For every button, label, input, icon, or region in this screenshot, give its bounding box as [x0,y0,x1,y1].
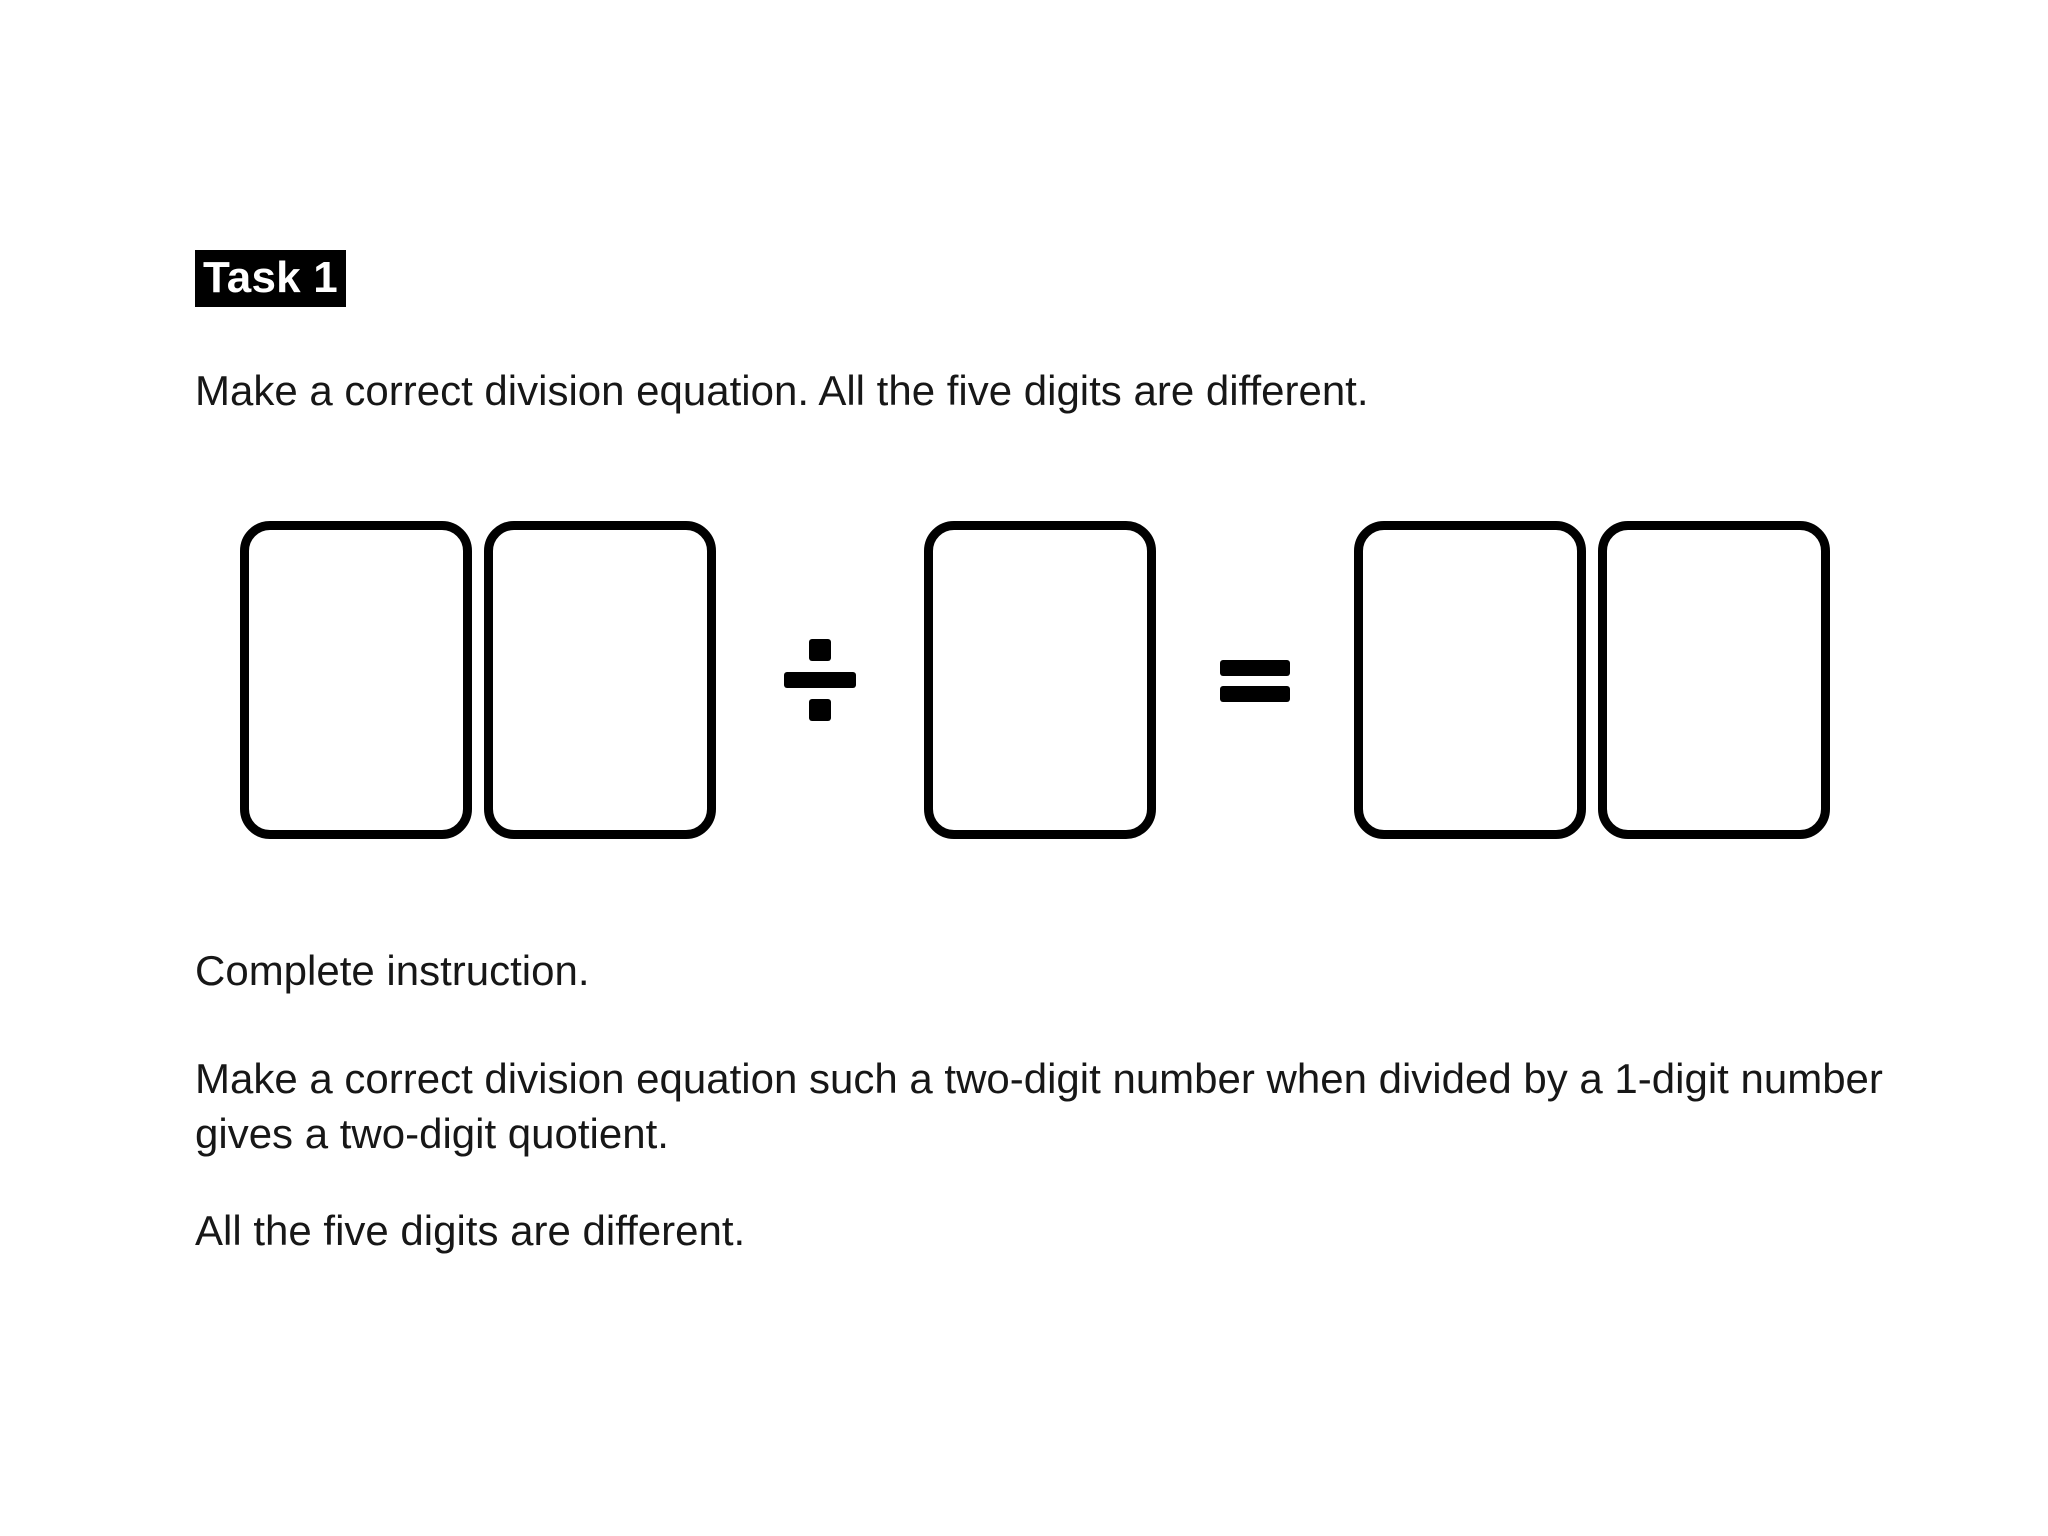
complete-instruction-heading: Complete instruction. [195,947,590,994]
divide-icon [781,632,859,728]
divisor-boxes-group [924,521,1156,839]
dividend-boxes-group [240,521,716,839]
divide-operator [716,521,924,839]
instruction-closing-line: All the five digits are different. [195,1207,746,1254]
equals-operator [1156,521,1354,839]
quotient-digit-box-1[interactable] [1354,521,1586,839]
task-heading-badge: Task 1 [195,250,346,308]
instruction-paragraph: Make a correct division equation such a … [195,1055,1883,1157]
division-equation [240,518,1840,842]
equals-icon [1217,648,1293,712]
quotient-digit-box-2[interactable] [1598,521,1830,839]
task-heading-row: Task 1 [195,250,346,308]
dividend-digit-box-1[interactable] [240,521,472,839]
dividend-digit-box-2[interactable] [484,521,716,839]
task-prompt-text: Make a correct division equation. All th… [195,367,1369,414]
divisor-digit-box-1[interactable] [924,521,1156,839]
quotient-boxes-group [1354,521,1830,839]
